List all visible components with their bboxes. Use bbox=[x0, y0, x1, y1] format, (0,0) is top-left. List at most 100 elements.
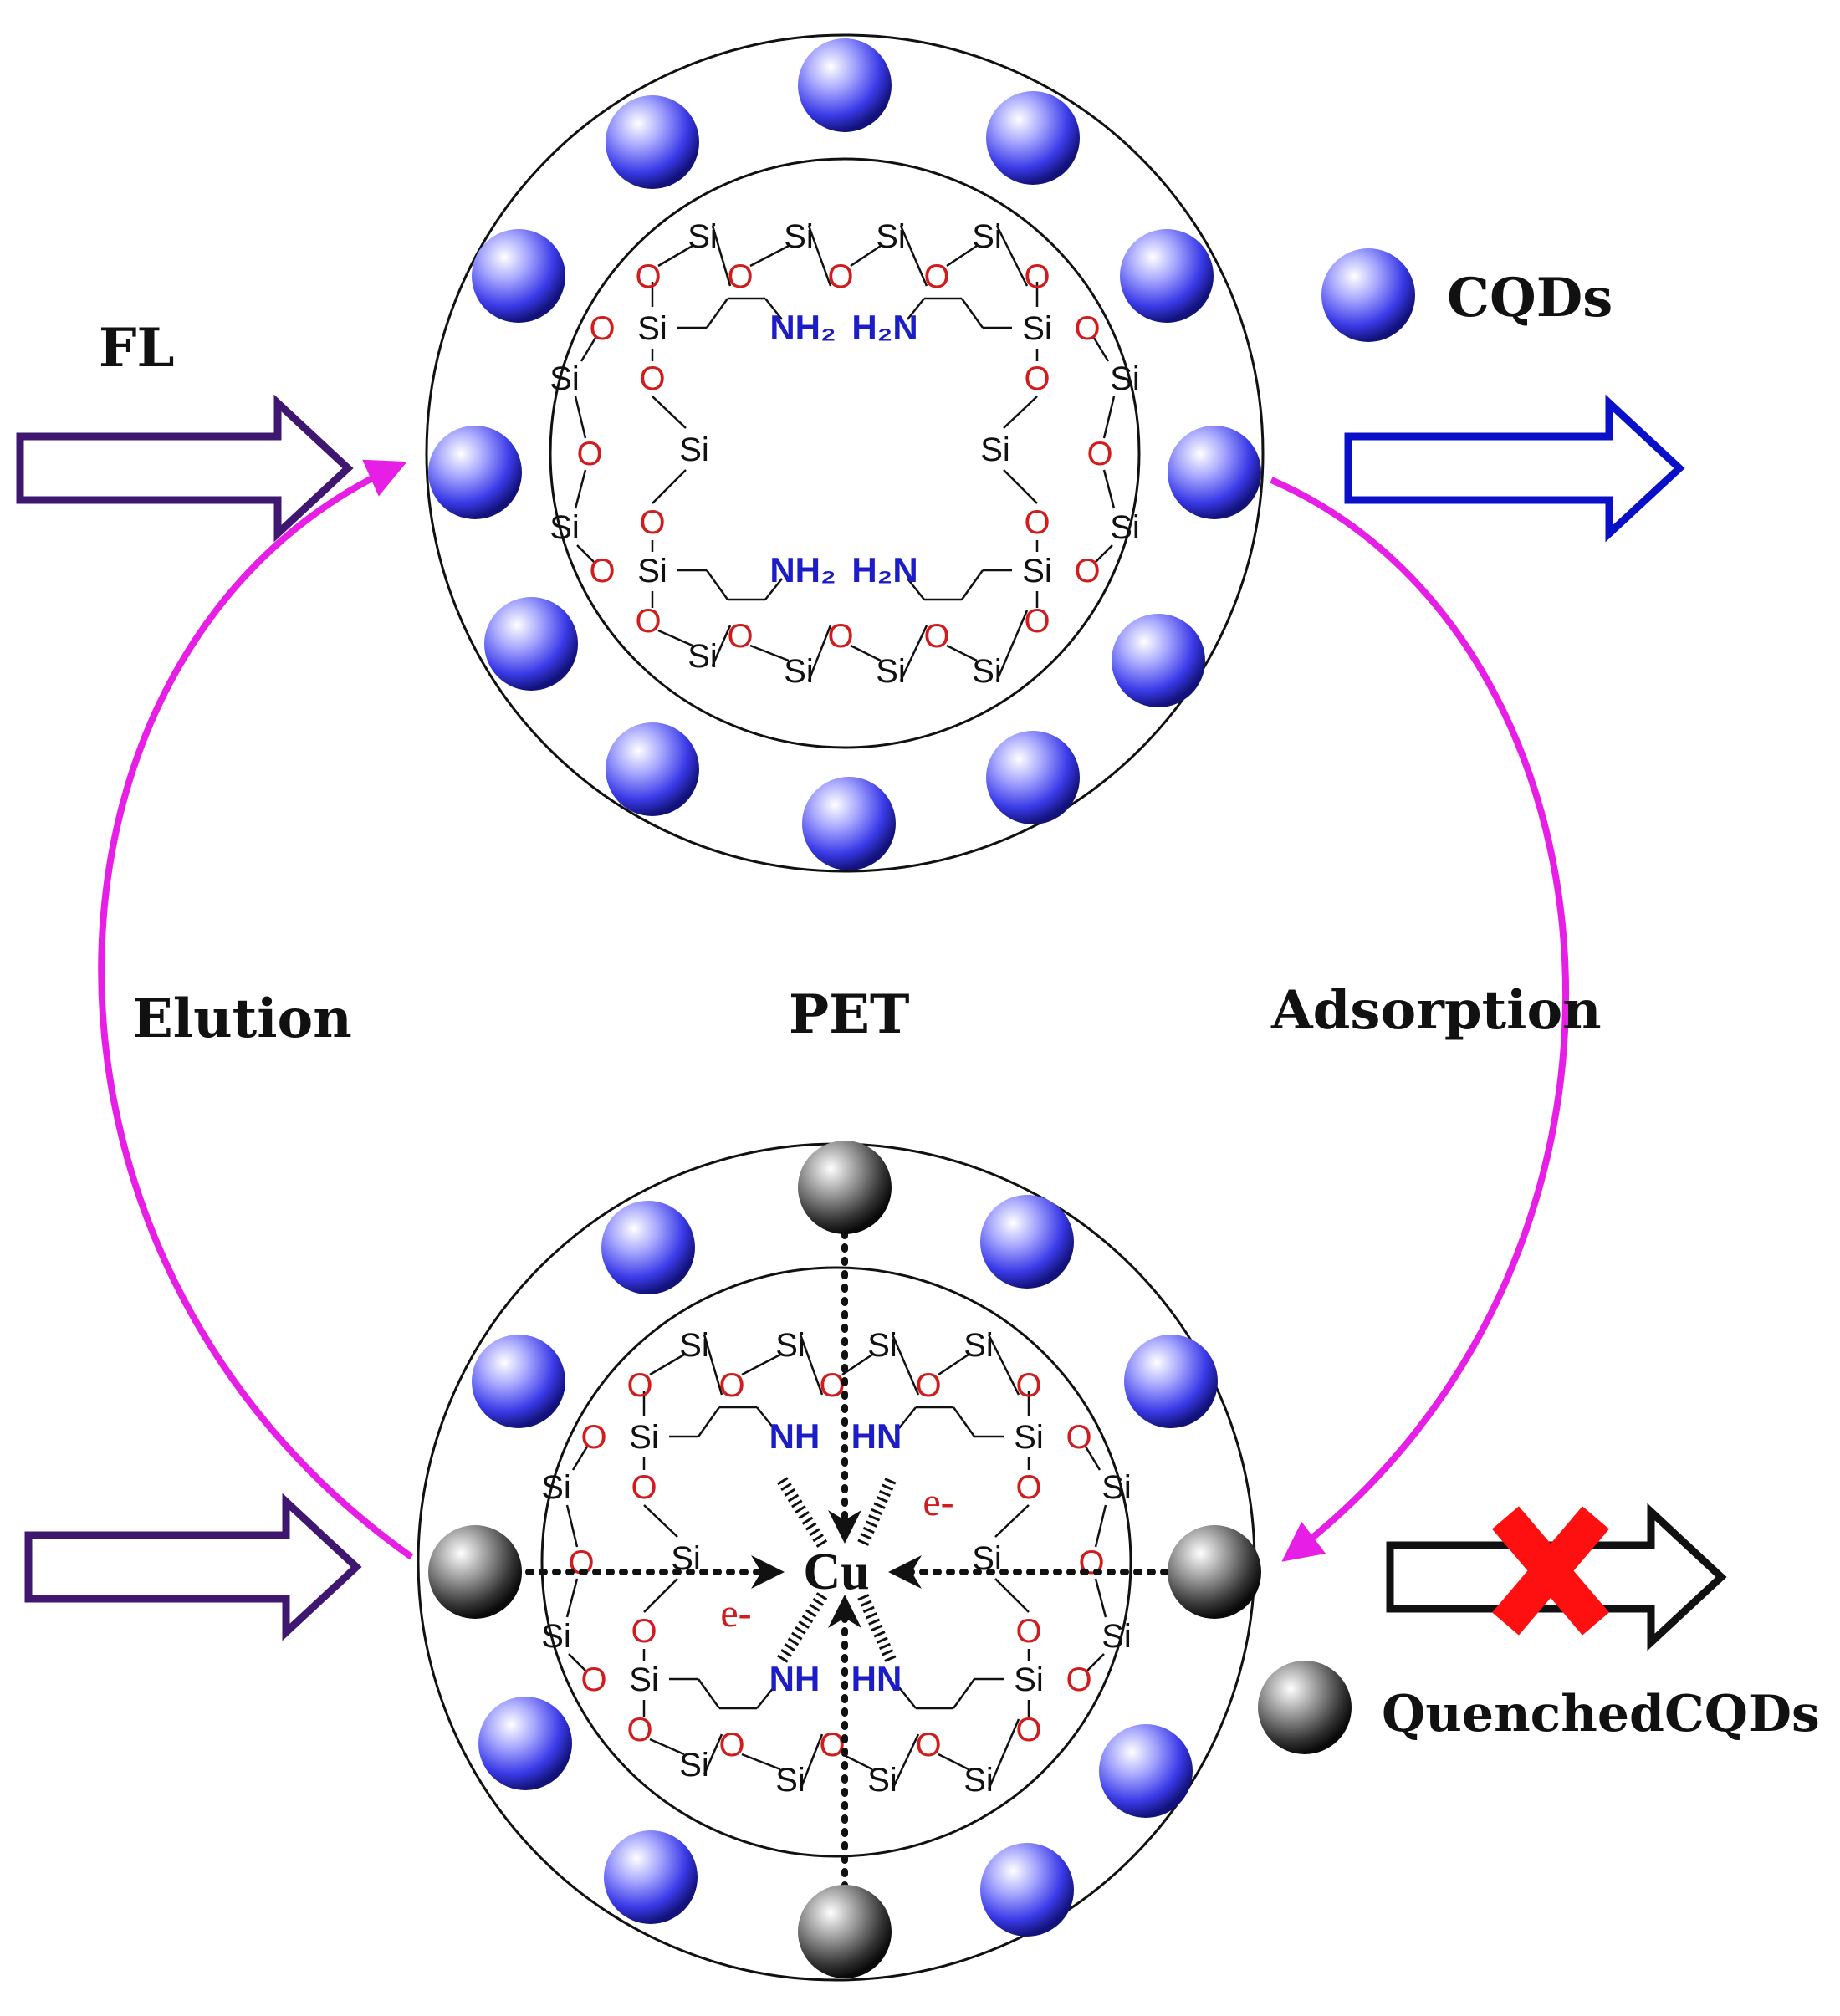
o-atom: O bbox=[568, 1544, 594, 1581]
blocked-cross-icon bbox=[1492, 1506, 1609, 1636]
si-atom: Si bbox=[549, 360, 580, 397]
fl-input-arrow bbox=[16, 394, 354, 543]
input-arrow-bottom bbox=[24, 1493, 362, 1641]
o-atom: O bbox=[1015, 1367, 1041, 1404]
o-atom: O bbox=[819, 1727, 845, 1763]
amine-group: NH bbox=[769, 1659, 820, 1698]
si-atom: Si bbox=[687, 638, 718, 675]
cqd-sphere bbox=[986, 731, 1080, 824]
pet-electron-transfer: Cu e-e- bbox=[498, 1230, 1183, 1931]
o-atom: O bbox=[576, 436, 602, 472]
quenched-cqd-sphere bbox=[798, 1885, 892, 1978]
silica-framework-bonds bbox=[574, 225, 1116, 681]
cqd-spheres bbox=[428, 1141, 1261, 1978]
cqd-spheres bbox=[428, 38, 1261, 870]
o-atom: O bbox=[639, 504, 665, 541]
si-atom: Si bbox=[775, 1762, 805, 1799]
o-atom: O bbox=[1015, 1469, 1041, 1506]
si-atom: Si bbox=[963, 1327, 994, 1364]
si-atom: Si bbox=[549, 509, 580, 546]
electron-label: e- bbox=[923, 1480, 953, 1524]
cqd-sphere bbox=[472, 229, 565, 323]
si-atom: Si bbox=[1110, 509, 1140, 546]
cqd-sphere bbox=[606, 95, 699, 189]
amine-group: NH₂ bbox=[769, 308, 836, 347]
o-atom: O bbox=[626, 1367, 652, 1404]
si-atom: Si bbox=[1110, 360, 1140, 397]
o-atom: O bbox=[1015, 1712, 1041, 1748]
si-atom: Si bbox=[629, 1419, 659, 1456]
o-atom: O bbox=[727, 618, 753, 655]
copper-ion: Cu bbox=[803, 1544, 869, 1600]
legend-cqd-sphere bbox=[1321, 248, 1415, 342]
o-atom: O bbox=[718, 1727, 744, 1763]
amine-group: H₂N bbox=[851, 550, 917, 589]
o-atom: O bbox=[1024, 504, 1050, 541]
emission-output-arrow bbox=[1344, 394, 1685, 543]
si-atom: Si bbox=[784, 653, 814, 690]
coordination-bond bbox=[777, 1477, 829, 1550]
cqd-sphere bbox=[802, 777, 896, 870]
si-atom: Si bbox=[637, 553, 667, 589]
si-atom: Si bbox=[963, 1762, 994, 1799]
inner-core bbox=[549, 157, 1141, 749]
cqd-sphere bbox=[472, 1335, 565, 1428]
si-atom: Si bbox=[876, 218, 906, 255]
cqd-sphere bbox=[986, 91, 1080, 185]
cqd-sphere bbox=[980, 1195, 1074, 1289]
coordination-bond bbox=[856, 1590, 897, 1662]
cqd-sphere bbox=[484, 597, 578, 691]
o-atom: O bbox=[635, 258, 661, 295]
o-atom: O bbox=[718, 1367, 744, 1404]
si-atom: Si bbox=[541, 1469, 571, 1506]
cqd-sphere bbox=[980, 1843, 1074, 1937]
si-atom: Si bbox=[1101, 1618, 1132, 1655]
o-atom: O bbox=[580, 1419, 606, 1456]
si-atom: Si bbox=[784, 218, 814, 255]
cqd-sphere bbox=[1112, 614, 1205, 707]
si-atom: Si bbox=[1014, 1661, 1044, 1698]
electron-label: e- bbox=[720, 1591, 751, 1636]
cqd-sphere bbox=[1099, 1724, 1193, 1818]
si-atom: Si bbox=[867, 1327, 897, 1364]
o-atom: O bbox=[631, 1613, 657, 1650]
o-atom: O bbox=[589, 553, 615, 589]
elution-arrow bbox=[98, 459, 414, 1560]
o-atom: O bbox=[626, 1712, 652, 1748]
amine-group: NH bbox=[769, 1416, 820, 1456]
si-atom: Si bbox=[867, 1762, 897, 1799]
si-atom: Si bbox=[1101, 1469, 1132, 1506]
o-atom: O bbox=[819, 1367, 845, 1404]
o-atom: O bbox=[1074, 553, 1100, 589]
si-atom: Si bbox=[629, 1661, 659, 1698]
cqd-sphere bbox=[604, 1830, 698, 1924]
o-atom: O bbox=[1074, 310, 1100, 347]
cqd-sphere bbox=[606, 722, 699, 816]
o-atom: O bbox=[1024, 258, 1050, 295]
o-atom: O bbox=[580, 1661, 606, 1698]
si-atom: Si bbox=[637, 310, 667, 347]
o-atom: O bbox=[923, 258, 949, 295]
pet-label: PET bbox=[789, 983, 910, 1046]
o-atom: O bbox=[923, 618, 949, 655]
o-atom: O bbox=[1015, 1613, 1041, 1650]
o-atom: O bbox=[827, 258, 853, 295]
silica-framework-bonds bbox=[565, 1334, 1107, 1790]
coordination-bond bbox=[856, 1478, 897, 1549]
o-atom: O bbox=[827, 618, 853, 655]
legend-quenched-label: QuenchedCQDs bbox=[1382, 1685, 1820, 1743]
si-atom: Si bbox=[980, 431, 1010, 468]
adsorption-arrow bbox=[1270, 477, 1569, 1562]
legend-quenched-sphere bbox=[1258, 1661, 1352, 1754]
cqd-sphere bbox=[798, 38, 892, 132]
amine-group: NH₂ bbox=[769, 550, 836, 589]
adsorption-label: Adsorption bbox=[1270, 979, 1602, 1042]
si-atom: Si bbox=[541, 1618, 571, 1655]
amine-group: HN bbox=[851, 1659, 902, 1698]
si-atom: Si bbox=[972, 653, 1002, 690]
